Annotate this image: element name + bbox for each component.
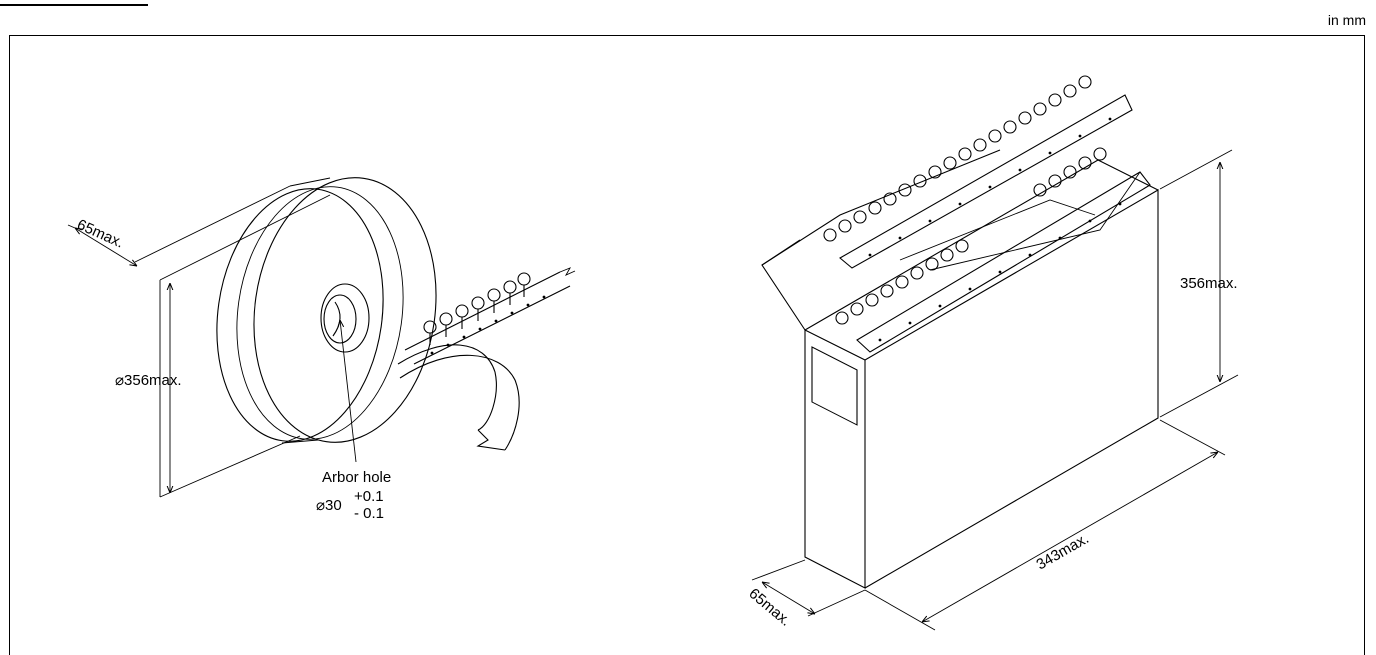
ammo-box-drawing: 356max. 343max. 65max. — [745, 75, 1239, 631]
ammo-width-dimension: 65max. — [745, 559, 866, 630]
reel-front-flange — [253, 177, 437, 443]
arbor-hole-value: ⌀30 — [316, 497, 342, 514]
title-underline — [0, 4, 148, 6]
reel-width-dimension: 65max. — [67, 185, 331, 281]
reel-diameter-label: ⌀356max. — [115, 372, 182, 389]
reel-tape-components — [423, 272, 546, 355]
ammo-width-label: 65max. — [745, 585, 794, 630]
arbor-tol-plus: +0.1 — [354, 488, 384, 505]
units-label: in mm — [1327, 12, 1366, 28]
ammo-box-front — [864, 189, 1159, 589]
ammo-length-dimension: 343max. — [864, 419, 1226, 631]
ammo-box-side — [804, 329, 866, 589]
reel-drawing: 65max. ⌀356max. Arbor hole ⌀30 +0.1 - 0.… — [67, 177, 576, 522]
arbor-hole-callout: Arbor hole ⌀30 +0.1 - 0.1 — [316, 320, 391, 522]
ammo-height-label: 356max. — [1180, 275, 1238, 292]
arbor-tol-minus: - 0.1 — [354, 505, 384, 522]
arbor-hole-label: Arbor hole — [322, 469, 391, 486]
reel-width-label: 65max. — [74, 216, 126, 252]
ammo-tape-components — [823, 75, 1107, 325]
reel-hub — [320, 283, 370, 353]
ammo-length-label: 343max. — [1034, 530, 1092, 573]
ammo-height-dimension: 356max. — [1159, 149, 1239, 418]
drawing-frame — [9, 35, 1365, 655]
section-title — [0, 0, 150, 8]
reel-diameter-dimension: ⌀356max. — [115, 280, 301, 498]
ammo-box-window — [811, 346, 858, 426]
